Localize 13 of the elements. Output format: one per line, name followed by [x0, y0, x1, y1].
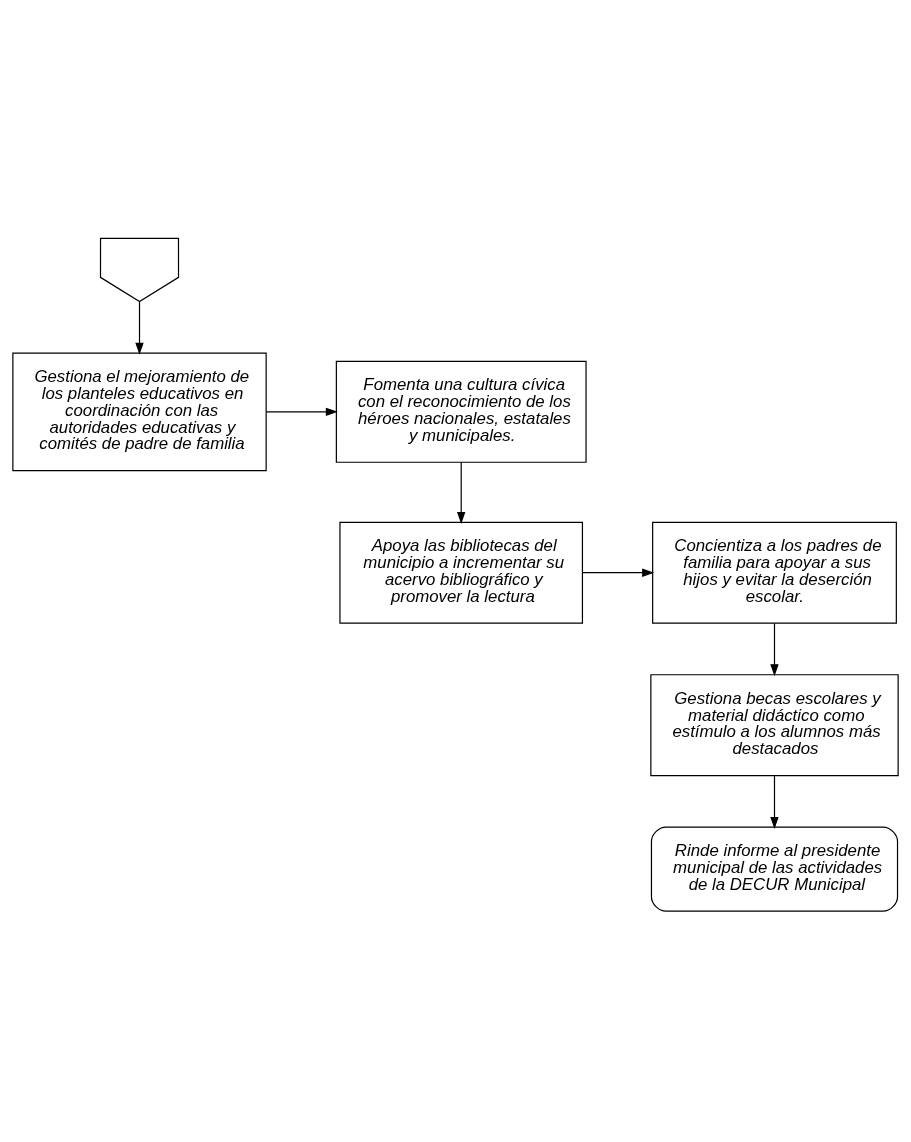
arrow: [770, 774, 779, 829]
arrow: [135, 300, 144, 355]
arrow: [457, 461, 466, 524]
node-box: Gestiona el mejoramiento de los planteles educativos en coordinación con las autoridades educativas y comités de padre de familia: [12, 351, 267, 471]
node-box: Rinde informe al presidente municipal de las actividades de la DECUR Municipal: [650, 826, 899, 912]
node-box: Concientiza a los padres de familia para apoyar a sus hijos y evitar la deserción escolar.: [652, 521, 897, 624]
arrow: [582, 568, 655, 577]
arrow: [265, 407, 338, 416]
node-box: Fomenta una cultura cívica con el reconocimiento de los héroes nacionales, estatales y municipales.: [335, 360, 587, 463]
node-pentagon: [99, 237, 180, 302]
node-box: Gestiona becas escolares y material didáctico como estímulo a los alumnos más destacados: [650, 673, 899, 776]
arrow: [770, 622, 779, 676]
node-box: Apoya las bibliotecas del municipio a incrementar su acervo bibliográfico y promover la lectura: [339, 521, 584, 624]
